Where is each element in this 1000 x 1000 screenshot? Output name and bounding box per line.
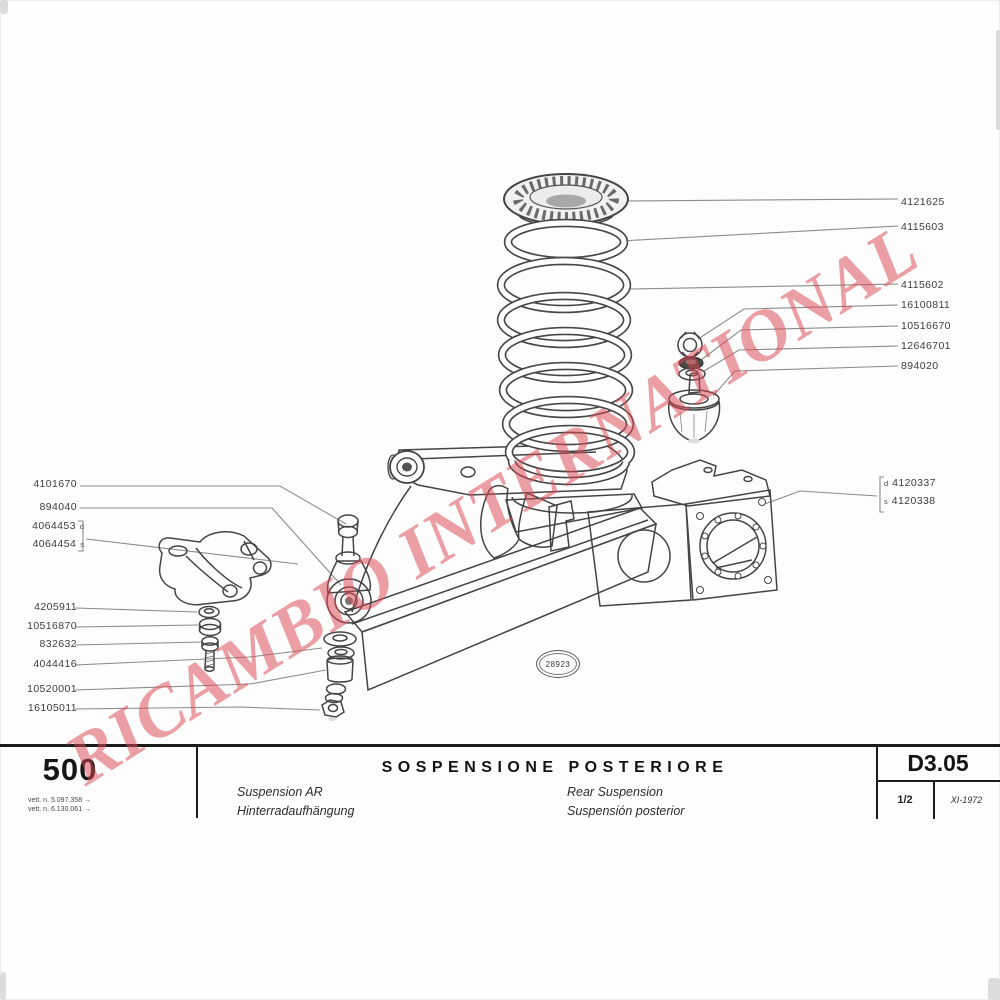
part-label-pair-4120337-4120338: d 4120337 s 4120338 [884, 477, 936, 513]
bump-stop [668, 372, 721, 444]
part-label-4115602: 4115602 [901, 279, 944, 291]
footer-divider-right [876, 747, 878, 819]
mounting-bracket [158, 530, 272, 606]
spring-upper-pad [503, 173, 629, 227]
part-label-894040: 894040 [39, 501, 77, 513]
part-label-4101670: 4101670 [33, 478, 77, 490]
part-label-4205911: 4205911 [34, 601, 77, 613]
spring-seat-ring [503, 218, 629, 266]
subtitle-fr: Suspension AR [237, 785, 323, 799]
side-letter: s [884, 497, 888, 506]
side-letter: s [80, 540, 84, 549]
part-label-12646701: 12646701 [901, 340, 951, 352]
trailing-arm-beam [343, 485, 658, 692]
revision-date: XI-1972 [950, 794, 983, 805]
part-label-4120337: d 4120337 [884, 477, 936, 489]
part-label-4120338: s 4120338 [884, 495, 936, 507]
model-number: 500 [42, 752, 98, 787]
footer-top-rule [0, 744, 1000, 747]
subtitle-es: Suspensión posterior [567, 804, 685, 818]
scan-smudge [0, 0, 8, 14]
scan-smudge [0, 972, 6, 1000]
part-label-4064454: 4064454 s [32, 538, 84, 550]
footer-code-underline [876, 780, 1000, 782]
leader-lines [74, 198, 899, 711]
variant-notes: vett. n. 5.097.358 → vett. n. 6.130.061 … [28, 796, 91, 814]
part-label-4115603: 4115603 [901, 221, 944, 233]
subtitle-en: Rear Suspension [567, 785, 663, 799]
footer-divider-left [196, 747, 198, 818]
side-letter: d [884, 479, 889, 488]
figure-stamp-ring: 28923 [539, 653, 577, 675]
figure-stamp: 28923 [536, 650, 580, 678]
stack-washer-dark [678, 356, 704, 370]
page-title: SOSPENSIONE POSTERIORE [381, 759, 729, 776]
side-letter: d [79, 522, 84, 531]
figure-stamp-number: 28923 [545, 659, 571, 669]
arm-gusset [480, 484, 644, 559]
part-label-4044416: 4044416 [33, 658, 77, 670]
subtitle-fr-de: Suspension AR Hinterradaufhängung [237, 783, 354, 821]
pivot-link [321, 514, 372, 721]
part-label-10516870: 10516870 [27, 620, 77, 632]
subtitle-de: Hinterradaufhängung [237, 804, 355, 818]
variant-note-1: vett. n. 5.097.358 → [28, 797, 92, 804]
section-code: D3.05 [907, 750, 969, 776]
part-label-16100811: 16100811 [901, 299, 951, 311]
hub-carrier [587, 459, 778, 607]
footer-divider-sheet [933, 781, 935, 819]
part-label-10516670: 10516670 [901, 320, 951, 332]
part-label-894020: 894020 [901, 360, 939, 372]
small-fasteners [198, 605, 222, 672]
subtitle-en-es: Rear Suspension Suspensión posterior [567, 783, 684, 821]
scan-smudge [988, 978, 1000, 1000]
rear-suspension-diagram [74, 173, 899, 721]
scan-smudge [996, 30, 1000, 130]
part-label-16105011: 16105011 [27, 702, 77, 714]
coil-spring [496, 256, 636, 486]
variant-note-2: vett. n. 6.130.061 → [28, 806, 92, 813]
part-label-832632: 832632 [39, 638, 77, 650]
part-label-pair-4064453-4064454: 4064453 d 4064454 s [0, 520, 84, 556]
part-label-10520001: 10520001 [27, 683, 77, 695]
part-label-4064453: 4064453 d [32, 520, 84, 532]
upper-control-arm [387, 443, 628, 496]
part-label-4121625: 4121625 [901, 196, 945, 208]
sheet-number: 1/2 [897, 793, 913, 806]
stack-nut [677, 331, 703, 358]
